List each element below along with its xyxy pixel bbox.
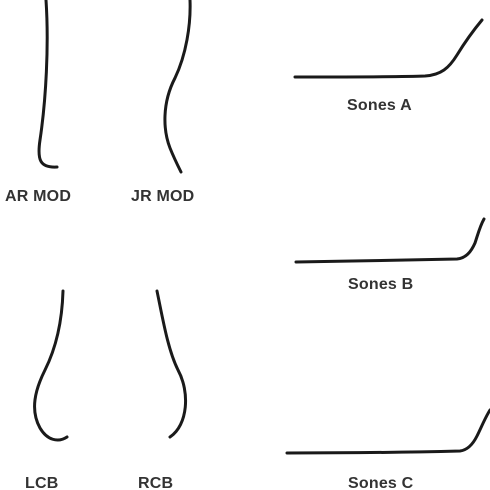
ar-mod-curve <box>37 0 59 169</box>
ar-mod-label: AR MOD <box>5 188 71 205</box>
sones-c-curve <box>285 408 490 455</box>
sones-c-label: Sones C <box>348 475 414 490</box>
sones-a-label: Sones A <box>347 97 412 114</box>
sones-b-curve <box>294 217 486 264</box>
jr-mod-curve <box>163 0 192 174</box>
lcb-label: LCB <box>25 475 58 490</box>
rcb-label: RCB <box>138 475 173 490</box>
sones-a-curve <box>293 18 484 79</box>
rcb-curve <box>155 289 188 439</box>
jr-mod-label: JR MOD <box>131 188 194 205</box>
sones-b-label: Sones B <box>348 276 413 293</box>
lcb-curve <box>33 289 69 442</box>
